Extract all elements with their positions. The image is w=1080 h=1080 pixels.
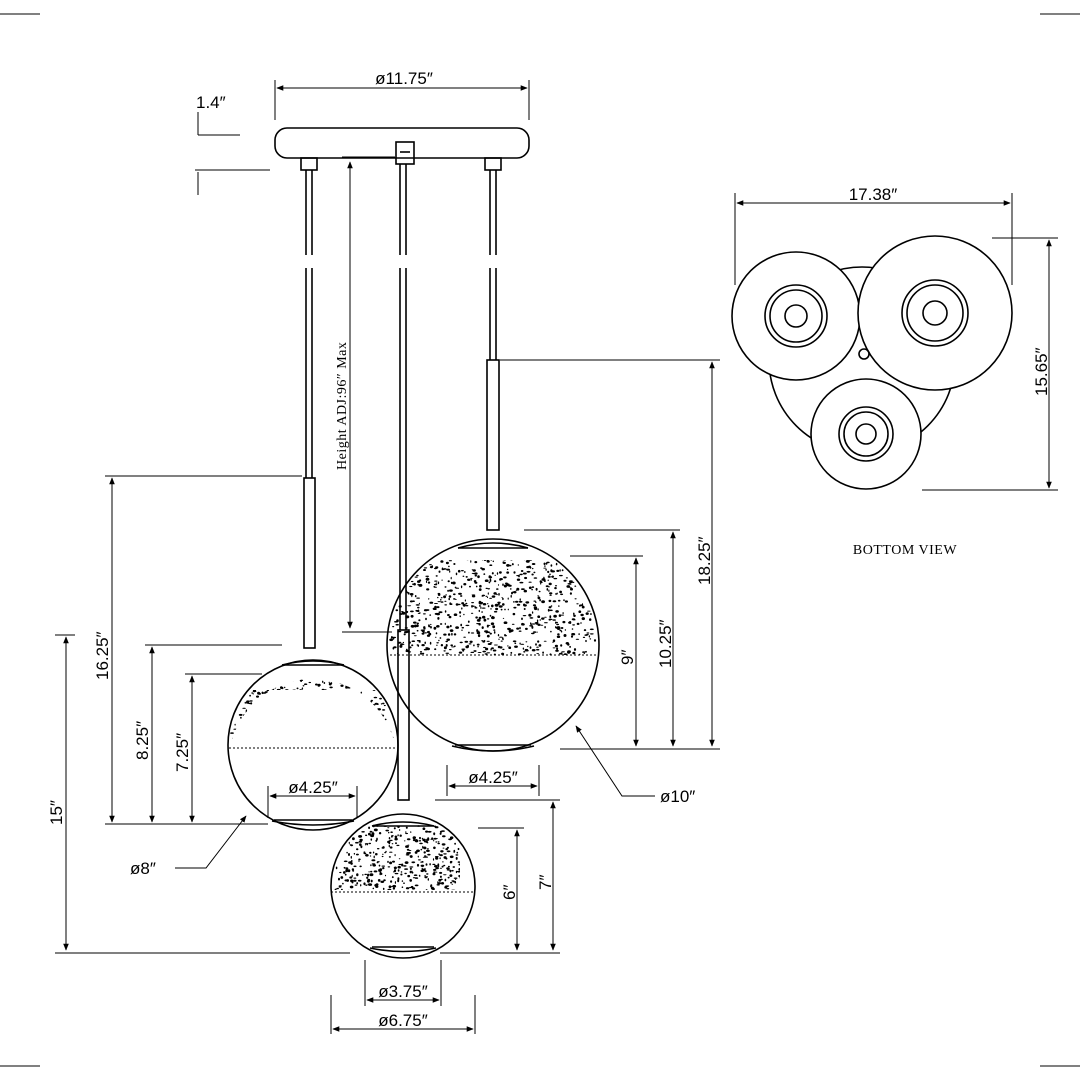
- center-globe-dimensions: 7″ 6″ ø3.75″ ø6.75″: [330, 799, 560, 1034]
- right-globe: [386, 538, 600, 752]
- cords: [303, 164, 500, 801]
- center-opening-label: ø3.75″: [378, 982, 428, 1001]
- left-opening-label: ø4.25″: [288, 778, 338, 797]
- overall-depth-label: 15.65″: [1032, 347, 1051, 396]
- right-glass-height-label: 9″: [618, 650, 637, 665]
- canopy: [274, 127, 530, 171]
- overall-drop-label: 15″: [47, 800, 66, 825]
- overall-width-label: 17.38″: [849, 185, 898, 204]
- left-drop-label: 16.25″: [93, 631, 112, 680]
- left-globe-dimensions: 16.25″ 8.25″ 7.25″ 15″ ø4.25″ ø8″: [47, 475, 358, 954]
- left-globe-height-label: 8.25″: [133, 721, 152, 760]
- height-adjustable-label: Height ADJ:96″ Max: [335, 342, 350, 470]
- left-globe: [227, 659, 399, 831]
- corner-marks: [0, 13, 1080, 1067]
- bottom-view: 17.38″ 15.65″ BOTTOM VIEW: [731, 185, 1058, 558]
- height-adjustable-dimension: Height ADJ:96″ Max: [335, 156, 395, 633]
- right-globe-dimensions: 18.25″ 10.25″ 9″ ø4.25″ ø10″: [446, 359, 720, 806]
- center-globe: [330, 813, 476, 959]
- canopy-thickness-dimension: 1.4″: [195, 93, 270, 195]
- right-opening-label: ø4.25″: [468, 768, 518, 787]
- center-glass-height-label: 6″: [500, 885, 519, 900]
- canopy-diameter-label: ø11.75″: [375, 69, 433, 88]
- center-diameter-label: ø6.75″: [378, 1011, 428, 1030]
- center-globe-height-label: 7″: [536, 875, 555, 890]
- canopy-diameter-dimension: ø11.75″: [274, 69, 530, 120]
- left-diameter-label: ø8″: [130, 859, 156, 878]
- right-globe-height-label: 10.25″: [656, 619, 675, 668]
- right-diameter-label: ø10″: [660, 787, 695, 806]
- left-glass-height-label: 7.25″: [173, 733, 192, 772]
- right-drop-label: 18.25″: [695, 536, 714, 585]
- canopy-thickness-label: 1.4″: [196, 93, 226, 112]
- bottom-view-label: BOTTOM VIEW: [853, 543, 957, 558]
